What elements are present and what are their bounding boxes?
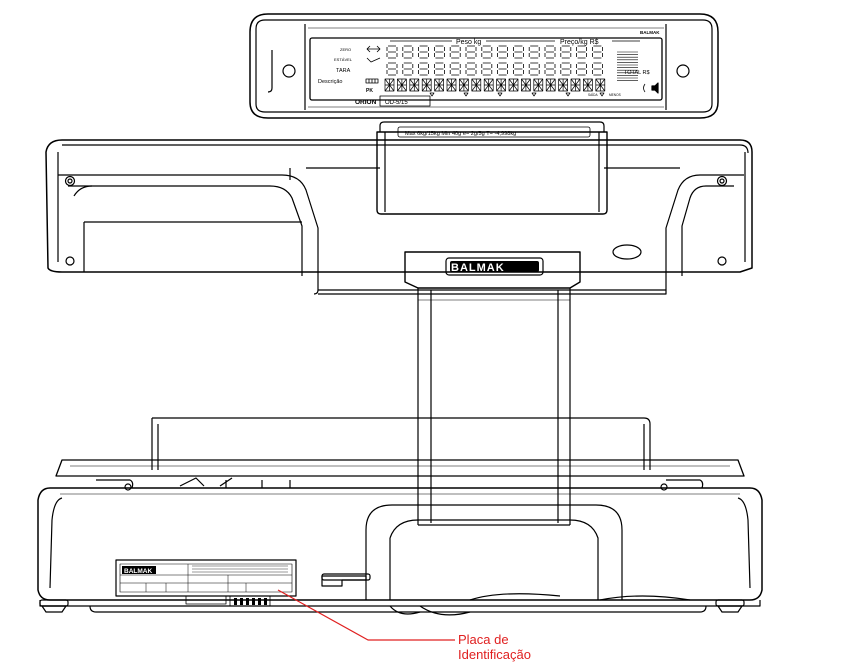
- tare-label: TARA: [336, 68, 351, 74]
- indicator-right-label: MENOS: [609, 93, 621, 97]
- model-label: ORION: [355, 99, 377, 106]
- zero-indicator-icon: [366, 45, 381, 53]
- housing-oval-button: [612, 244, 642, 260]
- left-screw-hole: [282, 64, 296, 78]
- identification-plate: BALMAK: [115, 559, 297, 597]
- capacity-plate: Max 6kg/15kg Min 40g e= 2g/5g T= -4,998k…: [405, 131, 516, 137]
- weight-header: Peso kg: [456, 39, 481, 46]
- lcd-digit-row-1: [386, 45, 603, 59]
- lcd-description-row: [384, 78, 606, 97]
- left-foot: [39, 599, 69, 613]
- model-code-box: [379, 95, 431, 107]
- upper-housing: [45, 139, 753, 295]
- description-label: Descrição: [318, 79, 342, 85]
- stable-label: ESTÁVEL: [334, 57, 353, 62]
- lcd-window: [309, 37, 663, 101]
- zero-label: ZERO: [340, 47, 351, 52]
- price-header: Preço/kg R$: [560, 39, 599, 46]
- display-neck: [376, 121, 608, 215]
- capacity-plate-box: [397, 126, 591, 138]
- speaker-icon: [643, 82, 659, 94]
- connector-ports: [185, 595, 271, 607]
- svg-text:PK: PK: [366, 88, 373, 94]
- identification-callout: [277, 589, 455, 641]
- id-plate-brand: BALMAK: [124, 568, 152, 575]
- right-screw-hole: [676, 64, 690, 78]
- lcd-status-icons: PK: [365, 78, 379, 94]
- display-brand-label: BALMAK: [640, 30, 660, 35]
- brand-logo: BALMAK: [451, 262, 505, 274]
- indicator-left-label: SAÍDA: [588, 93, 598, 97]
- display-head: [249, 13, 719, 119]
- callout-label-line1: Placa de: [458, 632, 509, 647]
- lcd-digit-row-2: [386, 62, 603, 76]
- center-column: BALMAK: [404, 251, 581, 525]
- callout-label-line2: Identificação: [458, 647, 531, 662]
- stable-indicator-icon: [366, 57, 381, 63]
- right-foot: [715, 599, 745, 613]
- model-code: OD-5/15: [385, 100, 408, 106]
- lcd-total-bar: [617, 51, 638, 81]
- weighing-platter: [55, 417, 745, 477]
- base: [37, 477, 763, 616]
